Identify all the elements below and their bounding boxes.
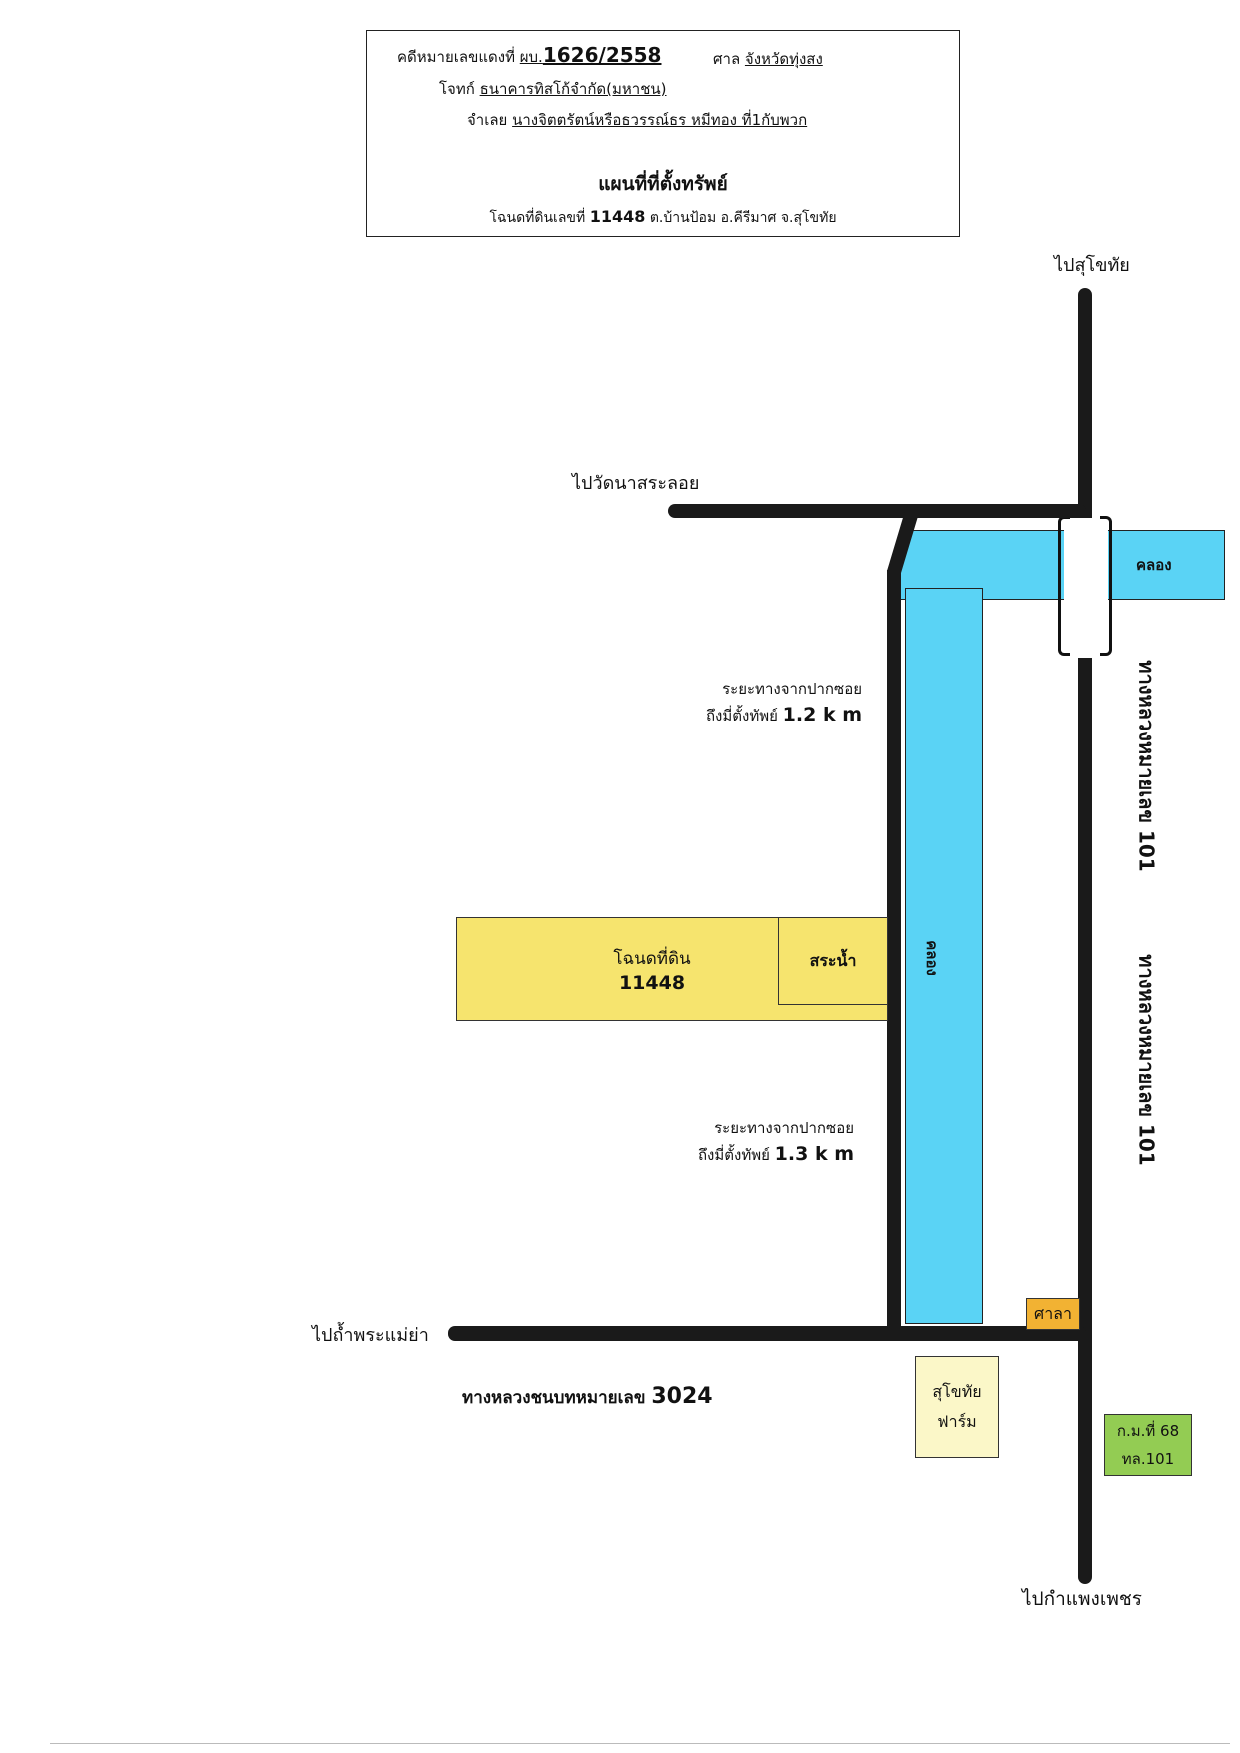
sala-pavilion: ศาลา: [1026, 1298, 1080, 1330]
parcel-label: โฉนดที่ดิน: [613, 948, 691, 969]
deed-number: 11448: [589, 207, 646, 226]
defendant-label: จำเลย: [467, 111, 508, 129]
road-to-wat: [668, 504, 1086, 518]
rural-road-number: 3024: [651, 1384, 713, 1409]
label-to-kamphaeng: ไปกำแพงเพชร: [1022, 1588, 1142, 1610]
case-prefix: ผบ.: [519, 48, 543, 66]
defendant-value: นางจิตตรัตน์หรือธวรรณ์ธร หมีทอง ที่1กับพ…: [512, 111, 808, 129]
map-title: แผนที่ที่ตั้งทรัพย์: [598, 173, 728, 195]
pond: สระน้ำ: [778, 917, 888, 1005]
highway-101-label-2: ทางหลวงหมายเลข 101: [1134, 954, 1159, 1166]
case-header-box: คดีหมายเลขแดงที่ ผบ.1626/2558 ศาล จังหวั…: [366, 30, 960, 237]
plaintiff-label: โจทก์: [439, 80, 475, 98]
plaintiff-value: ธนาคารทิสโก้จำกัด(มหาชน): [479, 80, 667, 98]
deed-line: โฉนดที่ดินเลขที่ 11448 ต.บ้านป้อม อ.คีรี…: [367, 207, 959, 229]
court-value: จังหวัดทุ่งสง: [744, 50, 823, 68]
sukhothai-farm: สุโขทัย ฟาร์ม: [915, 1356, 999, 1458]
highway-101-label-1: ทางหลวงหมายเลข 101: [1134, 660, 1159, 872]
case-label: คดีหมายเลขแดงที่: [397, 48, 515, 66]
distance-2-line1: ระยะทางจากปากซอย: [714, 1119, 854, 1137]
bridge: [1064, 518, 1108, 658]
case-number: 1626/2558: [542, 43, 662, 67]
label-to-wat: ไปวัดนาสระลอย: [572, 473, 700, 494]
deed-prefix: โฉนดที่ดินเลขที่: [489, 210, 586, 226]
canal-vertical: [905, 588, 983, 1324]
distance-1-value: 1.2 k m: [782, 704, 862, 726]
case-number-line: คดีหมายเลขแดงที่ ผบ.1626/2558: [397, 43, 661, 69]
label-to-cave: ไปถ้ำพระแม่ย่า: [312, 1325, 429, 1346]
rural-road-prefix: ทางหลวงชนบทหมายเลข: [462, 1388, 646, 1408]
farm-line2: ฟาร์ม: [937, 1412, 977, 1431]
defendant-line: จำเลย นางจิตตรัตน์หรือธวรรณ์ธร หมีทอง ที…: [467, 108, 807, 132]
km-line1: ก.ม.ที่ 68: [1116, 1422, 1180, 1440]
rural-road-label: ทางหลวงชนบทหมายเลข 3024: [462, 1384, 713, 1411]
distance-2-line2: ถึงมี่ตั้งทัพย์: [697, 1146, 770, 1164]
canal-top-label: คลอง: [1136, 556, 1172, 574]
soi-road: [887, 570, 901, 1334]
page-bottom-line: [50, 1743, 1230, 1744]
distance-1-line1: ระยะทางจากปากซอย: [722, 680, 862, 698]
distance-label-2: ระยะทางจากปากซอย ถึงมี่ตั้งทัพย์ 1.3 k m: [698, 1115, 854, 1168]
court-label: ศาล: [713, 50, 741, 68]
bridge-right-rail: [1100, 516, 1112, 656]
label-to-sukhothai: ไปสุโขทัย: [1054, 255, 1130, 276]
distance-label-1: ระยะทางจากปากซอย ถึงมี่ตั้งทัพย์ 1.2 k m: [706, 676, 862, 729]
canal-horizontal: [900, 530, 1225, 600]
plaintiff-line: โจทก์ ธนาคารทิสโก้จำกัด(มหาชน): [439, 77, 667, 101]
km-line2: ทล.101: [1121, 1450, 1175, 1468]
distance-1-line2: ถึงมี่ตั้งทัพย์: [705, 707, 778, 725]
parcel-number: 11448: [618, 971, 686, 994]
km-marker: ก.ม.ที่ 68 ทล.101: [1104, 1414, 1192, 1476]
farm-line1: สุโขทัย: [932, 1382, 982, 1401]
distance-2-value: 1.3 k m: [774, 1143, 854, 1165]
deed-location: ต.บ้านป้อม อ.คีรีมาศ จ.สุโขทัย: [649, 210, 837, 226]
court-line: ศาล จังหวัดทุ่งสง: [713, 47, 823, 71]
road-3024: [448, 1326, 1086, 1341]
